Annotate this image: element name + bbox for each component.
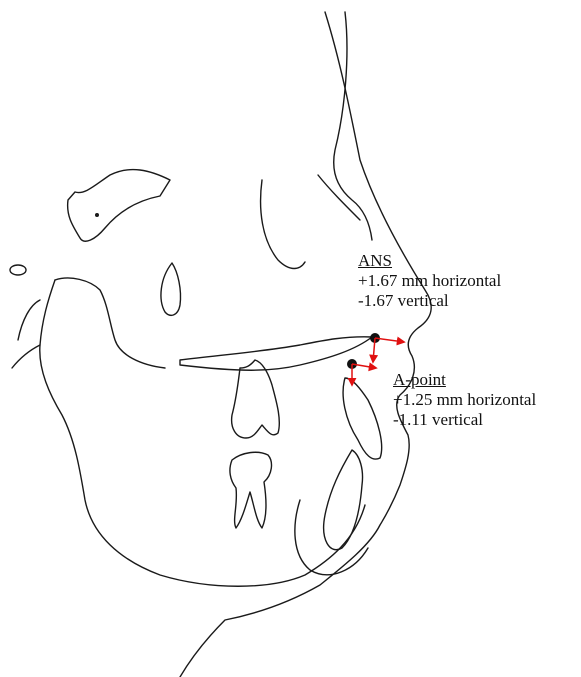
symphysis-outline	[295, 500, 368, 575]
ans-vertical-text: -1.67 vertical	[358, 291, 501, 311]
pterygomaxillary-fissure	[161, 263, 181, 315]
sella-point	[95, 213, 99, 217]
a-point-title: A-point	[393, 370, 536, 390]
ans-title: ANS	[358, 251, 501, 271]
condyle-outline	[12, 300, 40, 368]
mandible-outline	[40, 280, 365, 586]
sella-outline	[68, 170, 170, 242]
a-point-horizontal-text: +1.25 mm horizontal	[393, 390, 536, 410]
orbit-outline	[261, 180, 305, 269]
a-point-annotation: A-point +1.25 mm horizontal -1.11 vertic…	[393, 370, 536, 430]
lower-molar	[230, 452, 272, 528]
porion-ring	[10, 265, 26, 275]
a-point-vertical-text: -1.11 vertical	[393, 410, 536, 430]
lower-incisor	[324, 450, 363, 550]
ans-annotation: ANS +1.67 mm horizontal -1.67 vertical	[358, 251, 501, 311]
upper-molar	[232, 360, 280, 438]
ans-horizontal-text: +1.67 mm horizontal	[358, 271, 501, 291]
palate-outline	[180, 337, 372, 370]
ramus-outline	[55, 278, 165, 368]
frontal-bone-outline	[318, 175, 360, 220]
upper-incisor	[343, 378, 382, 459]
